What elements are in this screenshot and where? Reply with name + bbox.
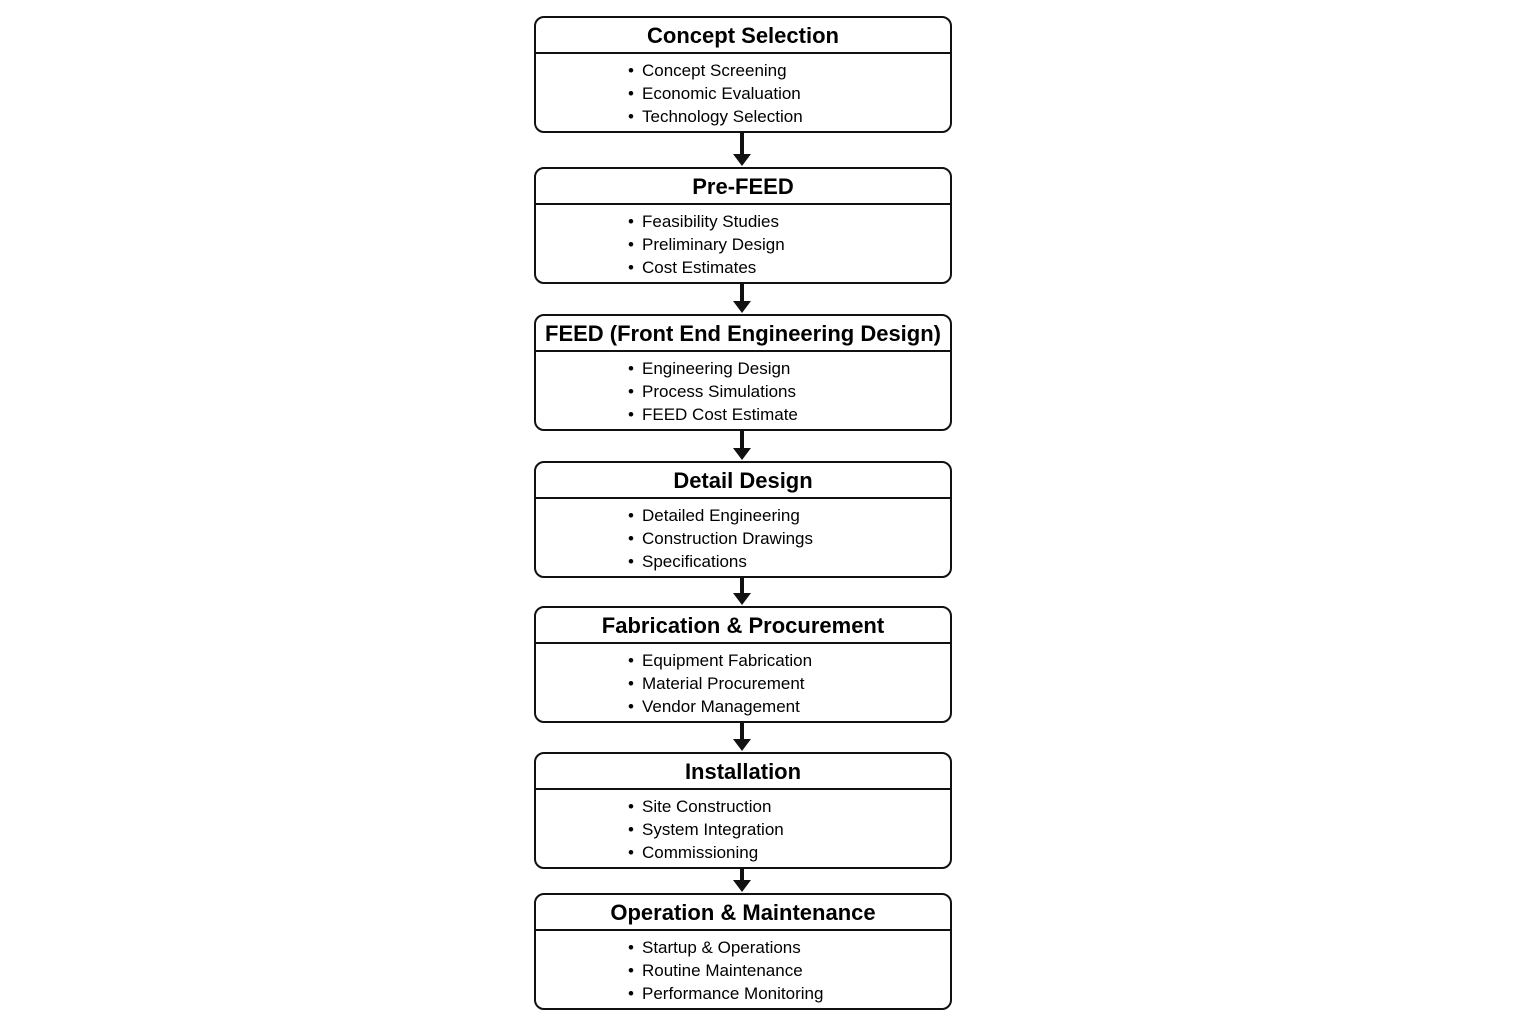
stage-task-label: Vendor Management [642, 697, 800, 716]
stage-task-item: • Process Simulations [628, 380, 950, 403]
stage-task-label: Concept Screening [642, 61, 787, 80]
stage-task-label: Detailed Engineering [642, 506, 800, 525]
bullet-icon: • [628, 697, 634, 716]
bullet-icon: • [628, 529, 634, 548]
stage-task-list: •Engineering Design•Process Simulations•… [536, 352, 950, 426]
stage-task-list: •Feasibility Studies•Preliminary Design•… [536, 205, 950, 279]
bullet-icon: • [628, 674, 634, 693]
stage-task-label: Process Simulations [642, 382, 797, 401]
down-arrow-icon [733, 431, 751, 460]
bullet-icon: • [628, 107, 634, 126]
stage-task-item: • Startup & Operations [628, 936, 950, 959]
stage-task-label: Routine Maintenance [642, 961, 803, 980]
stage-title: FEED (Front End Engineering Design) [536, 316, 950, 352]
stage-task-item: • Routine Maintenance [628, 959, 950, 982]
stage-task-label: Engineering Design [642, 359, 791, 378]
stage-task-item: • Equipment Fabrication [628, 649, 950, 672]
bullet-icon: • [628, 405, 634, 424]
stage-task-list: • Site Construction • System Integration • Co… [536, 790, 950, 864]
stage-task-label: Specifications [642, 552, 747, 571]
stage-title: Operation & Maintenance [536, 895, 950, 931]
stage-title: Installation [536, 754, 950, 790]
stage-task-label: Commissioning [642, 843, 759, 862]
stage-task-item: • Feasibility Studies [628, 210, 950, 233]
bullet-icon: • [628, 938, 634, 957]
stage-box-installation: Installation • Site Construction • System In… [534, 752, 952, 869]
bullet-icon: • [628, 382, 634, 401]
stage-task-list: • Equipment Fabrication • Material Procurem… [536, 644, 950, 718]
stage-title: Pre-FEED [536, 169, 950, 205]
bullet-icon: • [628, 984, 634, 1003]
bullet-icon: • [628, 506, 634, 525]
stage-task-label: Material Procurement [642, 674, 805, 693]
stage-task-item: • Engineering Design [628, 357, 950, 380]
stage-task-item: • Preliminary Design [628, 233, 950, 256]
down-arrow-icon [733, 578, 751, 605]
stage-title: Concept Selection [536, 18, 950, 54]
down-arrow-icon [733, 284, 751, 313]
bullet-icon: • [628, 552, 634, 571]
stage-task-item: • Material Procurement [628, 672, 950, 695]
stage-title: Detail Design [536, 463, 950, 499]
bullet-icon: • [628, 359, 634, 378]
stage-task-item: • System Integration [628, 818, 950, 841]
stage-task-label: Site Construction [642, 797, 772, 816]
bullet-icon: • [628, 797, 634, 816]
stage-task-item: • Concept Screening [628, 59, 950, 82]
bullet-icon: • [628, 820, 634, 839]
stage-task-label: Technology Selection [642, 107, 803, 126]
stage-task-label: Startup & Operations [642, 938, 801, 957]
stage-box-detail-design: Detail Design • Detailed Engineering • Const… [534, 461, 952, 578]
bullet-icon: • [628, 235, 634, 254]
stage-box-feed: FEED (Front End Engineering Design) • Engi… [534, 314, 952, 431]
stage-task-item: • Construction Drawings [628, 527, 950, 550]
stage-task-label: Feasibility Studies [642, 212, 780, 231]
stage-box-pre-feed: Pre-FEED • Feasibility Studies • Preliminary… [534, 167, 952, 284]
stage-task-item: • Performance Monitoring [628, 982, 950, 1005]
stage-task-item: • FEED Cost Estimate [628, 403, 950, 426]
stage-task-item: • Detailed Engineering [628, 504, 950, 527]
stage-task-item: • Cost Estimates [628, 256, 950, 279]
bullet-icon: • [628, 843, 634, 862]
stage-task-item: • Commissioning [628, 841, 950, 864]
bullet-icon: • [628, 212, 634, 231]
stage-task-item: • Specifications [628, 550, 950, 573]
bullet-icon: • [628, 961, 634, 980]
stage-box-concept-selection: Concept Selection • Concept Screening • Econ… [534, 16, 952, 133]
down-arrow-icon [733, 869, 751, 892]
stage-task-label: Economic Evaluation [642, 84, 801, 103]
bullet-icon: • [628, 258, 634, 277]
stage-task-list: • Startup & Operations • Routine Maintenanc… [536, 931, 950, 1005]
down-arrow-icon [733, 723, 751, 751]
bullet-icon: • [628, 84, 634, 103]
stage-box-fabrication-procurement: Fabrication & Procurement • Equipment Fabr… [534, 606, 952, 723]
stage-task-label: Performance Monitoring [642, 984, 824, 1003]
stage-title: Fabrication & Procurement [536, 608, 950, 644]
stage-task-item: • Vendor Management [628, 695, 950, 718]
stage-task-label: Preliminary Design [642, 235, 785, 254]
stage-task-list: • Detailed Engineering • Construction Drawi… [536, 499, 950, 573]
stage-box-operation-maintenance: Operation & Maintenance • Startup & Operat… [534, 893, 952, 1010]
stage-task-item: • Site Construction [628, 795, 950, 818]
stage-task-label: Cost Estimates [642, 258, 757, 277]
stage-task-item: • Technology Selection [628, 105, 950, 128]
stage-task-label: Equipment Fabrication [642, 651, 813, 670]
bullet-icon: • [628, 61, 634, 80]
stage-task-label: System Integration [642, 820, 784, 839]
stage-task-list: • Concept Screening • Economic Evaluation • T… [536, 54, 950, 128]
stage-task-label: Construction Drawings [642, 529, 814, 548]
stage-task-item: • Economic Evaluation [628, 82, 950, 105]
stage-task-label: FEED Cost Estimate [642, 405, 798, 424]
bullet-icon: • [628, 651, 634, 670]
down-arrow-icon [733, 133, 751, 166]
